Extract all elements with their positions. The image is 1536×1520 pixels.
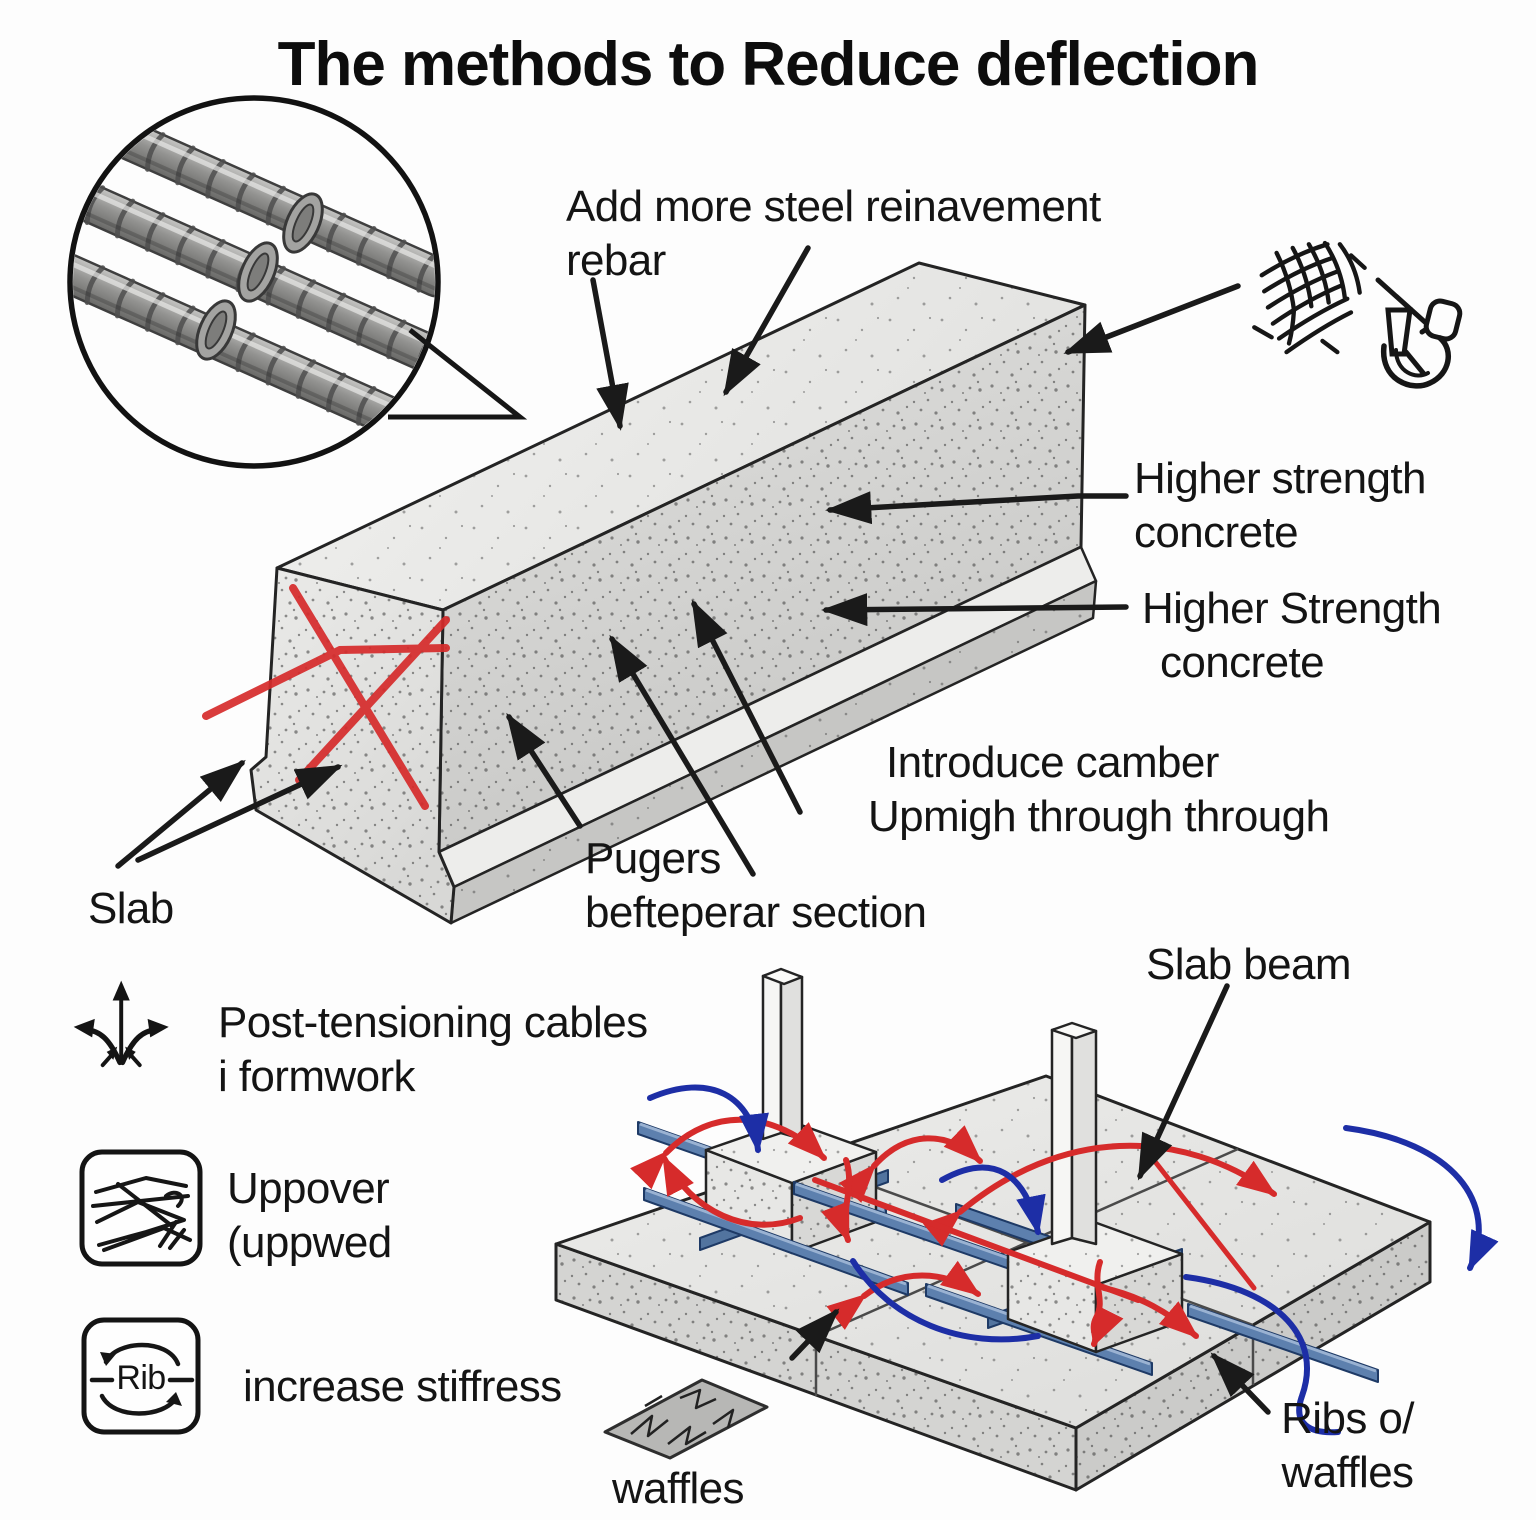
arrow-waffles: [789, 1308, 840, 1361]
arrow-higher-strength-2: [821, 593, 1129, 627]
label-increase-stiffness: increase stiffress: [243, 1362, 562, 1411]
blue-cables: [647, 1084, 1499, 1436]
arrow-add-rebar: [723, 245, 811, 397]
arrow-rebar: [590, 277, 629, 431]
label-higher-strength-1: Higher strength concrete: [1134, 452, 1426, 560]
arrow-higher-strength-1: [825, 491, 1129, 525]
rib-circular-arrows-icon: [81, 1317, 201, 1435]
label-add-rebar-line1: Add more steel reinavement: [566, 182, 1101, 231]
scribble-mesh-icon: [79, 1149, 203, 1267]
label-pugers: Pugers befteperar section: [585, 832, 927, 940]
arrow-mesh-to-beam: [1063, 283, 1241, 355]
label-uppover-line1: Uppover: [227, 1164, 390, 1213]
label-ribs-waffles: Ribs o/ waffles: [1240, 1392, 1455, 1500]
label-pugers-line1: Pugers: [585, 834, 721, 883]
waffle-patch: [603, 1378, 769, 1460]
label-ribs-line1: Ribs o/: [1281, 1394, 1414, 1443]
post-tension-arrows-icon: [73, 980, 169, 1068]
rebar-closeup-icon: [67, 95, 528, 469]
label-post-tensioning-line1: Post-tensioning cables: [218, 998, 648, 1047]
label-add-rebar: Add more steel reinavement rebar: [566, 180, 1101, 288]
label-higher-strength-1-line1: Higher strength: [1134, 454, 1426, 503]
arrow-slab-1: [115, 759, 246, 869]
label-introduce-camber-line2: Upmigh through through: [868, 792, 1330, 841]
label-uppover: Uppover (uppwed: [227, 1162, 392, 1270]
arrow-slab-2: [135, 764, 343, 863]
hook-clamp-icon: [1375, 277, 1463, 389]
arrow-slab-beam: [1137, 983, 1230, 1181]
label-pugers-line2: befteperar section: [585, 888, 927, 937]
label-slab: Slab: [88, 884, 174, 933]
wire-mesh-icon: [1252, 240, 1367, 355]
label-uppover-line2: (uppwed: [227, 1218, 392, 1267]
red-cables: [630, 1116, 1277, 1348]
arrow-pugers: [506, 712, 583, 829]
rib-icon-text: Rib: [116, 1359, 166, 1397]
label-slab-beam: Slab beam: [1146, 940, 1352, 989]
arrow-camber-a: [691, 599, 803, 815]
red-x-marking: [202, 584, 450, 810]
label-higher-strength-2: Higher Strength concrete: [1142, 582, 1442, 690]
slab-annotation-arrows: [789, 983, 1271, 1415]
page-title: The methods to Reduce deflection: [277, 30, 1260, 99]
label-waffles: waffles: [612, 1464, 745, 1513]
arrow-camber-b: [609, 634, 756, 877]
label-higher-strength-2-line1: Higher Strength: [1142, 584, 1442, 633]
label-post-tensioning: Post-tensioning cables i formwork: [218, 996, 648, 1104]
inset-callout-lines: [388, 328, 528, 420]
rebar-ring-clamps: [195, 192, 324, 361]
label-post-tensioning-line2: i formwork: [218, 1052, 416, 1101]
concrete-beam: [249, 261, 1098, 925]
label-ribs-line2: waffles: [1281, 1448, 1415, 1497]
label-introduce-camber-line1: Introduce camber: [886, 738, 1219, 787]
label-higher-strength-2-line2: concrete: [1160, 638, 1325, 687]
slab-diagram: [554, 967, 1499, 1492]
arrow-ribs: [1210, 1352, 1271, 1415]
label-higher-strength-1-line2: concrete: [1134, 508, 1299, 557]
column-1: [761, 967, 804, 1141]
beam-annotation-arrows: [115, 245, 1241, 877]
label-add-rebar-line2: rebar: [566, 236, 666, 285]
column-2: [1050, 1021, 1098, 1246]
